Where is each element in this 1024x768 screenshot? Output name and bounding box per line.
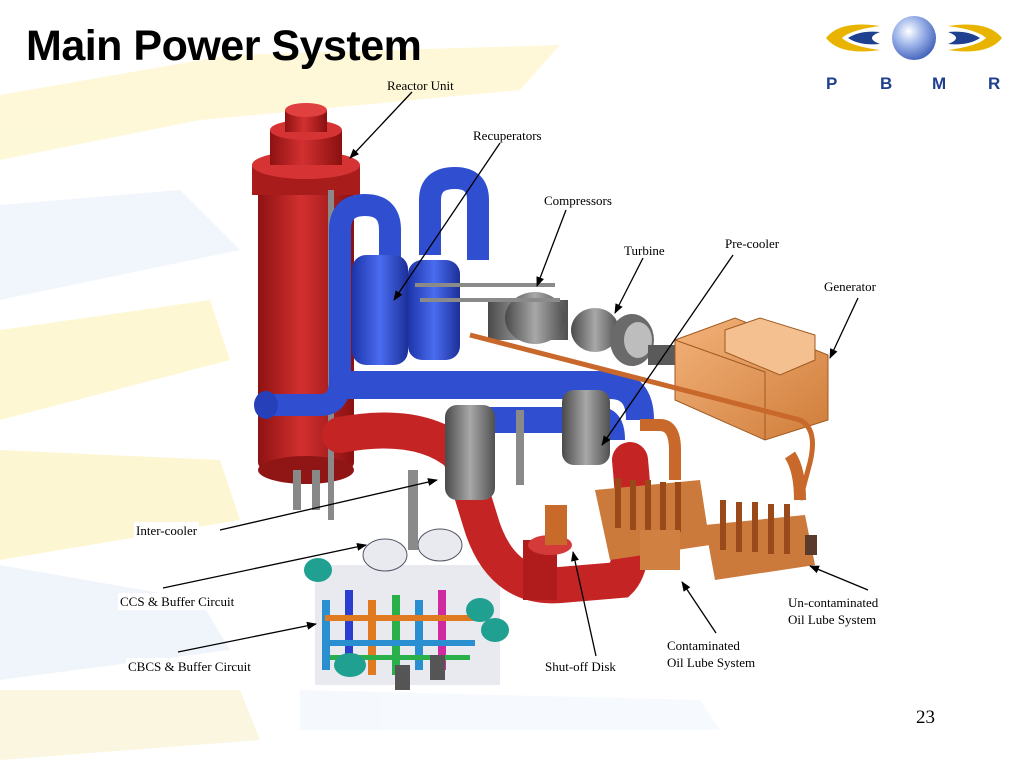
label-shut-off-disk: Shut-off Disk [545,659,616,674]
arrow-recuperators [393,142,501,301]
arrow-ccs-buffer [162,542,367,589]
label-uncontaminated-line1: Un-contaminated [788,595,879,610]
arrow-pre-cooler [601,254,734,446]
logo-letter-b: B [880,74,893,93]
contaminated-oil-lube-skid [595,478,710,570]
label-pre-cooler: Pre-cooler [725,236,780,251]
logo-letter-m: M [932,74,947,93]
arrow-generator [829,297,859,359]
arrow-reactor-unit [349,91,413,159]
label-reactor-unit: Reactor Unit [387,78,454,93]
logo-swoosh-right [948,24,1002,52]
pbmr-logo [826,16,1002,60]
page-number: 23 [916,707,935,728]
arrow-inter-cooler [219,478,438,531]
inter-cooler [408,405,524,550]
label-generator: Generator [824,279,876,294]
arrow-uncontaminated [809,565,869,591]
turbomachinery [415,283,678,366]
cbcs-skid [304,528,509,690]
label-inter-cooler: Inter-cooler [134,522,200,539]
label-ccs-buffer: CCS & Buffer Circuit [118,593,237,610]
label-recuperators: Recuperators [473,128,542,143]
label-contaminated-line1: Contaminated [667,638,740,653]
label-contaminated-line2: Oil Lube System [667,655,756,670]
label-compressors: Compressors [544,193,612,208]
label-cbcs-buffer: CBCS & Buffer Circuit [126,658,253,675]
arrow-shut-off-disk [571,551,597,657]
logo-swoosh-left [826,24,880,52]
logo-sphere [892,16,936,60]
arrow-contaminated [681,581,717,634]
uncontaminated-oil-lube-skid [705,500,817,580]
label-turbine: Turbine [624,243,665,258]
logo-letter-r: R [988,74,1001,93]
leader-arrows [162,91,869,657]
arrow-turbine [614,257,644,314]
logo-letter-p: P [826,74,838,93]
background-streaks [0,45,720,760]
arrow-compressors [536,209,567,287]
pre-cooler [562,390,610,465]
slide-title: Main Power System [26,22,422,70]
lube-pipes [469,332,815,501]
generator [674,317,829,441]
arrow-cbcs-buffer [177,621,317,653]
label-uncontaminated-line2: Oil Lube System [788,612,877,627]
